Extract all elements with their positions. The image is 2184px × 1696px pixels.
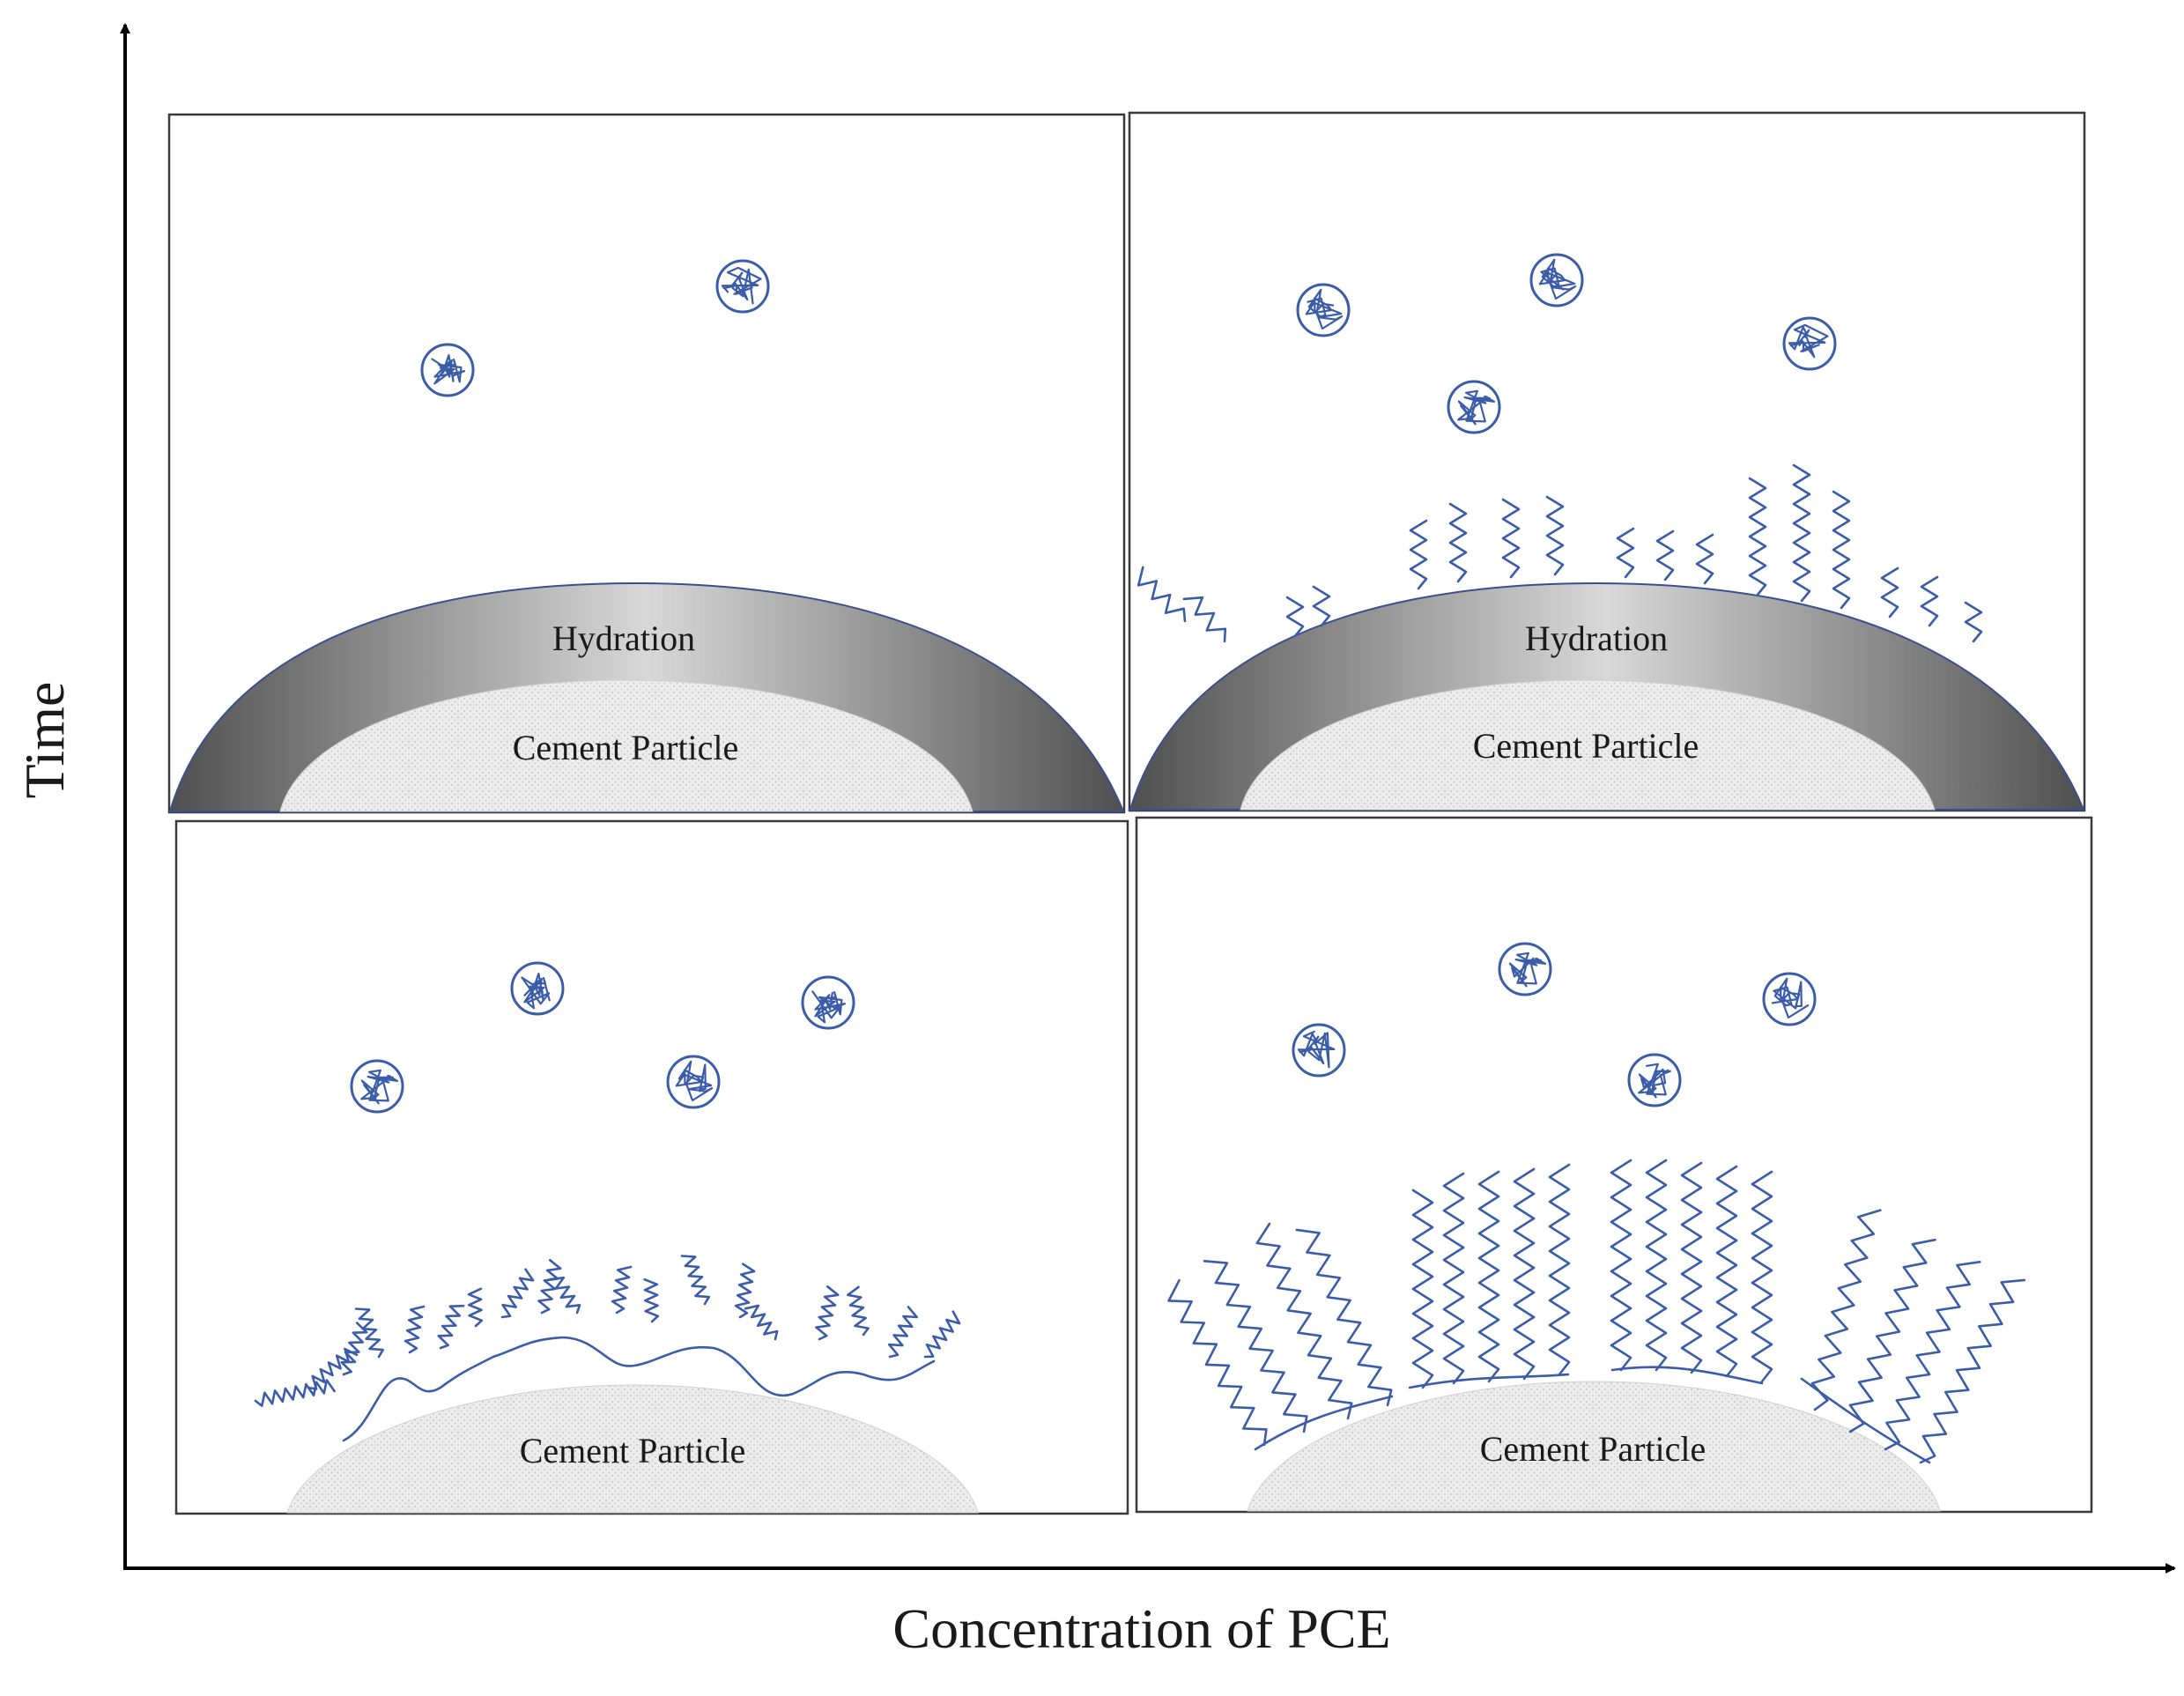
cement-particle-label: Cement Particle (1473, 726, 1699, 766)
coiled-polymer-icon (1782, 316, 1837, 371)
polymer-side-chain (744, 1304, 779, 1341)
hydration-label: Hydration (552, 618, 695, 658)
polymer-side-chain (734, 1263, 756, 1319)
y-axis-title: Time (13, 682, 76, 799)
polymer-side-chain (1695, 533, 1714, 585)
coiled-polymer-icon (1292, 1023, 1346, 1078)
polymer-side-chain (1920, 575, 1939, 627)
coiled-polymer-icon (350, 1059, 404, 1114)
polymer-side-chain (307, 1347, 359, 1390)
polymer-side-chain (1848, 1238, 1936, 1433)
panel-top-left: Hydration Cement Particle (167, 113, 1126, 814)
polymer-side-chain (1167, 1278, 1268, 1447)
panel-bottom-left: Cement Particle (174, 819, 1129, 1515)
coiled-polymer-icon (420, 343, 475, 397)
polymer-side-chain (467, 1287, 484, 1328)
polymer-side-chain (1919, 1278, 2026, 1464)
panel-bottom-right: Cement Particle (1135, 816, 2093, 1514)
polymer-side-chain (680, 1255, 710, 1306)
polymer-side-chain (1880, 567, 1899, 618)
cement-particle (286, 1384, 979, 1514)
polymer-side-chain (1655, 530, 1675, 581)
coiled-polymer-icon (1498, 942, 1552, 996)
polymer-side-chain (1409, 519, 1428, 590)
polymer-side-chain (1748, 477, 1767, 596)
polymer-side-chain (1477, 1170, 1500, 1383)
coiled-polymer-icon (1627, 1053, 1682, 1107)
coiled-polymer-icon (666, 1055, 721, 1109)
polymer-side-chain (1548, 1163, 1571, 1376)
polymer-side-chain (1182, 596, 1227, 643)
cement-particle-label: Cement Particle (513, 728, 739, 767)
polymer-side-chain (403, 1305, 426, 1354)
coiled-polymer-icon (510, 961, 565, 1016)
polymer-side-chain (340, 1322, 368, 1376)
polymer-side-chain (1203, 1260, 1308, 1433)
cement-particle (280, 680, 973, 811)
polymer-side-chain (1442, 1172, 1465, 1385)
axes: Time Concentration of PCE (13, 23, 2176, 1660)
polymer-side-chain (1501, 498, 1521, 579)
polymer-side-chain (1792, 463, 1811, 603)
polymer-side-chain (1610, 1159, 1632, 1372)
polymer-side-chain (254, 1379, 336, 1407)
polymer-side-chain (1411, 1189, 1434, 1389)
polymer-side-chain (887, 1306, 918, 1359)
coiled-polymer-icon (1529, 253, 1584, 307)
polymer-side-chain (1513, 1167, 1536, 1381)
polymer-side-chain (1645, 1159, 1668, 1372)
polymer-backbone (1254, 1366, 1931, 1464)
polymer-side-chain (1255, 1222, 1353, 1420)
x-axis-title: Concentration of PCE (892, 1597, 1390, 1660)
polymer-side-chain (1545, 495, 1565, 576)
polymer-side-chain (1448, 502, 1468, 583)
coiled-polymer-icon (1447, 380, 1501, 434)
polymer-side-chain (500, 1268, 535, 1319)
cement-particle-label: Cement Particle (520, 1431, 746, 1470)
polymer-side-chain (549, 1276, 581, 1315)
polymer-side-chain (815, 1285, 840, 1341)
polymer-side-chain (437, 1304, 465, 1350)
polymer-side-chain (1295, 1228, 1393, 1407)
panel-top-right: Hydration Cement Particle (1128, 111, 2086, 812)
polymer-side-chain (611, 1265, 633, 1315)
polymer-side-chain (847, 1285, 870, 1337)
polymer-side-chain (1751, 1170, 1773, 1383)
coiled-polymer-icon (1762, 972, 1817, 1026)
cement-particle (1240, 679, 1936, 811)
hydration-label: Hydration (1525, 618, 1668, 658)
coiled-polymer-icon (715, 259, 770, 314)
polymer-side-chain (643, 1278, 660, 1323)
polymer-side-chain (1832, 490, 1851, 610)
polymer-side-chain (923, 1310, 961, 1359)
polymer-side-chain (1715, 1165, 1738, 1378)
polymer-side-chain (354, 1307, 384, 1359)
polymer-side-chain (1136, 566, 1187, 623)
polymer-backbone (342, 1336, 936, 1442)
coiled-polymer-icon (801, 975, 855, 1030)
cement-particle-label: Cement Particle (1480, 1429, 1706, 1469)
cement-particle (1247, 1381, 1941, 1512)
polymer-side-chain (1285, 596, 1305, 638)
polymer-side-chain (1964, 601, 1983, 643)
polymer-side-chain (1312, 585, 1331, 627)
polymer-side-chain (1884, 1261, 1981, 1451)
polymer-side-chain (1616, 527, 1635, 579)
polymer-side-chain (1680, 1161, 1703, 1374)
coiled-polymer-icon (1296, 283, 1351, 337)
polymer-side-chain (1810, 1209, 1882, 1411)
